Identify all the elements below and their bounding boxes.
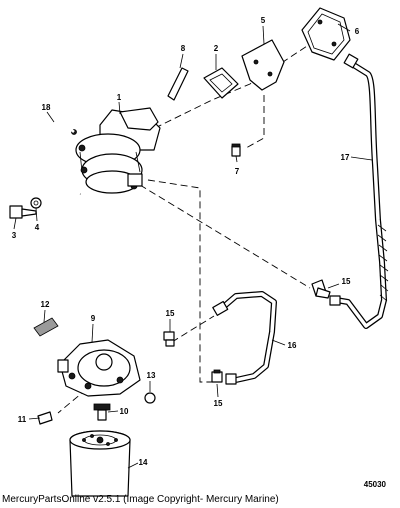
callout-10: 10 <box>120 407 129 416</box>
gasket <box>203 67 239 99</box>
callout-13: 13 <box>147 371 156 380</box>
callout-11: 11 <box>18 415 27 424</box>
fuel-line-lower <box>212 291 277 385</box>
callout-7: 7 <box>235 167 240 176</box>
fuel-pump <box>71 107 161 194</box>
filter-base <box>57 339 141 397</box>
callout-15-bottom: 15 <box>214 399 223 408</box>
fuel-line <box>329 53 389 329</box>
mounting-plate <box>241 39 285 91</box>
callout-6: 6 <box>355 27 360 36</box>
callout-9: 9 <box>91 314 96 323</box>
callout-3: 3 <box>12 231 17 240</box>
fitting-bottom <box>211 369 223 383</box>
set-screw <box>37 411 53 425</box>
callout-17: 17 <box>341 153 350 162</box>
fuel-filter <box>69 430 131 497</box>
callout-14: 14 <box>139 458 148 467</box>
screw <box>9 205 37 219</box>
callout-4: 4 <box>35 223 40 232</box>
elbow-fitting <box>311 279 331 299</box>
callout-15-right: 15 <box>342 277 351 286</box>
callout-16: 16 <box>288 341 297 350</box>
leader-lines <box>13 23 373 469</box>
callout-2: 2 <box>214 44 219 53</box>
callouts: 1 2 3 4 5 6 7 8 9 10 11 12 13 14 15 15 1… <box>12 16 360 467</box>
washer <box>30 197 42 209</box>
diagram-code: 45030 <box>363 480 386 489</box>
bracket-clip <box>33 317 59 337</box>
plug <box>144 392 156 404</box>
fitting <box>231 143 241 157</box>
callout-1: 1 <box>117 93 122 102</box>
callout-5: 5 <box>261 16 266 25</box>
hose-inner <box>36 119 81 196</box>
adapter-fitting <box>93 403 111 421</box>
callout-15-center: 15 <box>166 309 175 318</box>
footer-caption: MercuryPartsOnline v2.5.1 (Image Copyrig… <box>2 494 279 505</box>
callout-18: 18 <box>42 103 51 112</box>
fitting-center <box>163 331 175 347</box>
push-rod <box>167 67 189 101</box>
callout-8: 8 <box>181 44 186 53</box>
callout-12: 12 <box>41 300 50 309</box>
